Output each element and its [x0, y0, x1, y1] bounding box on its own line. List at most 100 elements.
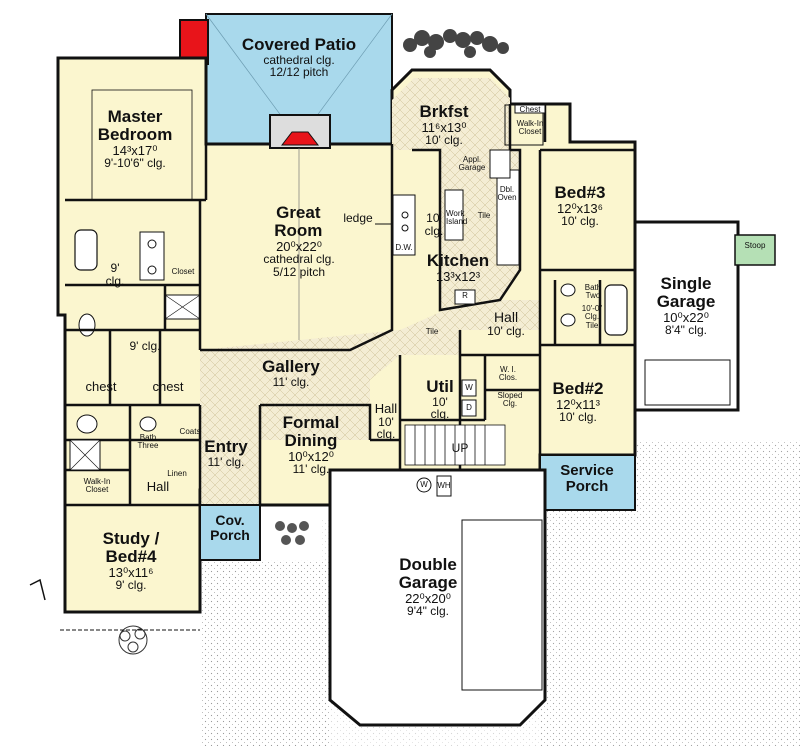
single-garage-label: Single Garage 10⁰x22⁰ 8'4" clg.	[646, 275, 726, 337]
kitchen-ceiling-label: 10' clg.	[425, 212, 444, 237]
kitchen-dims: 13³x12³	[435, 268, 481, 284]
chest-left-label: chest	[85, 379, 117, 394]
bath-two-label: Bath Two	[584, 283, 602, 301]
cov-porch-name: Cov. Porch	[210, 512, 250, 543]
study-label: Study / Bed#4 13⁰x11⁶ 9' clg.	[76, 530, 186, 592]
chest-right-label: chest	[152, 379, 184, 394]
master-bedroom-dims: 14³x17⁰	[112, 142, 158, 158]
bath-two-clg-label: 10'-0" Clg. Tile	[581, 304, 603, 330]
dw-label: D.W.	[395, 243, 413, 252]
brkfst-ceiling: 10' clg.	[425, 133, 463, 148]
master-bath-9: 9'	[110, 261, 120, 275]
master-tub-icon	[74, 229, 98, 271]
bath-three-label: Bath Three	[137, 433, 159, 451]
double-garage-area	[328, 468, 547, 727]
util-ceiling-2: clg.	[430, 407, 450, 422]
entry-ceiling: 11' clg.	[207, 454, 245, 469]
entry-name: Entry	[204, 437, 248, 456]
ledge-label: ledge	[343, 211, 373, 225]
formal-dining-name: Formal Dining	[282, 413, 340, 450]
service-porch-label: Service Porch	[542, 463, 632, 495]
study-name: Study / Bed#4	[102, 529, 160, 566]
formal-dining-label: Formal Dining 10⁰x12⁰ 11' clg.	[271, 414, 351, 476]
service-porch-area	[539, 454, 636, 511]
stoop-area	[734, 234, 776, 266]
covered-patio-name: Covered Patio	[241, 35, 357, 54]
master-bedroom-name: Master Bedroom	[97, 107, 173, 144]
dryer-label: D	[466, 403, 472, 412]
double-garage-ceiling: 9'4" clg.	[407, 604, 449, 619]
dbl-oven-label: Dbl. Oven	[497, 185, 517, 203]
closet-label: Closet	[171, 267, 195, 276]
tile-kitchen-label: Tile	[477, 211, 491, 220]
great-room-ceiling: cathedral clg.	[263, 252, 335, 267]
util-label: Util 10' clg.	[426, 378, 453, 421]
hall-center-ceiling: 10'	[378, 414, 394, 429]
bed2-name: Bed#2	[552, 379, 604, 398]
single-garage-dims: 10⁰x22⁰	[663, 309, 709, 325]
kitchen-ceiling: 10'	[426, 211, 442, 225]
front-walk	[200, 560, 330, 746]
service-porch-name: Service Porch	[560, 462, 614, 495]
single-garage-ceiling: 8'4" clg.	[665, 323, 707, 338]
kitchen-ceiling-2: clg.	[424, 223, 444, 238]
walkin-closet-top-label: Walk-In Closet	[516, 119, 544, 137]
planter-shrubs	[275, 521, 309, 545]
hall-study-label: Hall	[146, 479, 170, 494]
cov-porch-label: Cov. Porch	[201, 512, 259, 543]
bed3-ceiling: 10' clg.	[561, 214, 599, 229]
hall-center-name: Hall	[374, 401, 398, 416]
covered-patio-label: Covered Patio cathedral clg. 12/12 pitch	[242, 36, 356, 79]
util-name: Util	[426, 377, 454, 396]
master-bedroom-label: Master Bedroom 14³x17⁰ 9'-10'6" clg.	[85, 108, 185, 170]
r-label: R	[462, 291, 468, 300]
wh-label: WH	[437, 481, 451, 490]
great-room-pitch: 5/12 pitch	[272, 264, 326, 279]
great-room-label: Great Room 20⁰x22⁰ cathedral clg. 5/12 p…	[263, 204, 334, 279]
bed2-dims: 12⁰x11³	[556, 396, 600, 412]
master-bedroom-ceiling: 9'-10'6" clg.	[104, 156, 166, 171]
bed3-label: Bed#3 12⁰x13⁶ 10' clg.	[554, 184, 605, 228]
master-bath-ceiling: 9' clg.	[106, 262, 125, 287]
gallery-label: Gallery 11' clg.	[262, 358, 320, 388]
stairs	[404, 424, 506, 466]
kitchen-label: Kitchen 13³x12³	[427, 252, 489, 283]
bed2-ceiling: 10' clg.	[559, 410, 597, 425]
brkfst-dims: 11⁶x13⁰	[421, 119, 467, 135]
shrubs	[403, 29, 509, 58]
sloped-clg-label: Sloped Clg.	[497, 391, 523, 409]
hall-center-label: Hall 10' clg.	[375, 402, 397, 441]
double-garage-dims: 22⁰x20⁰	[405, 590, 451, 606]
gallery-name: Gallery	[262, 357, 320, 376]
formal-dining-dims: 10⁰x12⁰	[288, 448, 334, 464]
master-bath-clg: clg.	[105, 273, 125, 288]
hall-east-label: Hall 10' clg.	[487, 310, 525, 337]
brkfst-name: Brkfst	[419, 102, 469, 121]
covered-patio-ceiling: cathedral clg.	[263, 52, 335, 67]
single-garage-area	[633, 220, 740, 412]
single-garage-name: Single Garage	[656, 274, 716, 311]
util-ceiling: 10'	[432, 394, 448, 409]
kitchen-name: Kitchen	[426, 251, 490, 270]
hall-center-ceiling-2: clg.	[376, 427, 396, 442]
study-ceiling: 9' clg.	[115, 578, 147, 593]
linen-label: Linen	[167, 469, 187, 478]
water-heater-circle-label: W	[420, 480, 428, 489]
cov-porch-area	[199, 504, 261, 561]
double-garage-name: Double Garage	[398, 555, 458, 592]
tile-gallery-label: Tile	[425, 327, 439, 336]
washer-label: W	[465, 383, 473, 392]
study-dims: 13⁰x11⁶	[108, 564, 154, 580]
covered-patio-pitch: 12/12 pitch	[269, 65, 329, 80]
bed3-dims: 12⁰x13⁶	[557, 200, 603, 216]
driveway	[540, 440, 800, 746]
hall-east-name: Hall	[493, 309, 519, 325]
stairs-up-label: UP	[451, 441, 469, 455]
hall-9-label: 9' clg.	[129, 339, 161, 353]
stoop-label: Stoop	[744, 241, 766, 250]
bed3-name: Bed#3	[554, 183, 606, 202]
double-garage-label: Double Garage 22⁰x20⁰ 9'4" clg.	[383, 556, 473, 618]
work-island-label: Work Island	[446, 209, 468, 227]
